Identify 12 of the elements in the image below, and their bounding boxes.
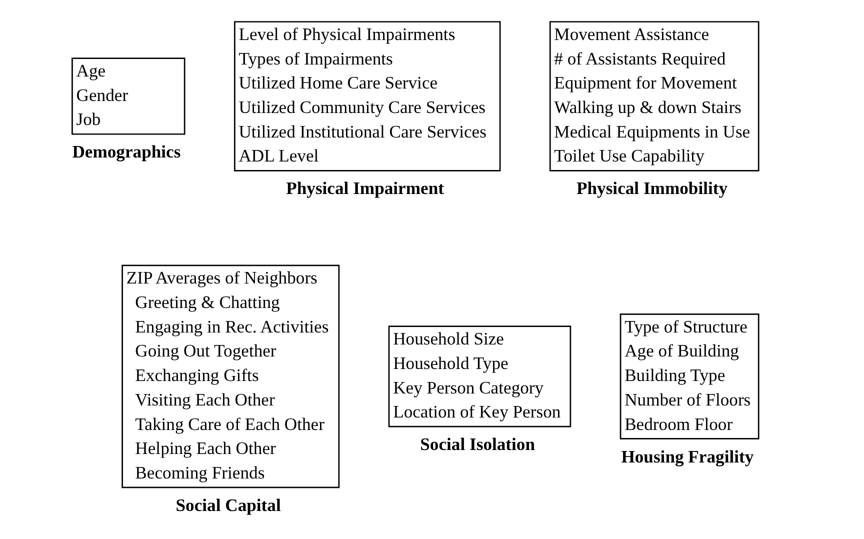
node-label: Social Capital (176, 495, 281, 516)
node-box: Movement Assistance # of Assistants Required Equipment for Movement Walking up & down Stairs Medical Equipments in Use Toilet Use Capability (549, 21, 760, 172)
node-label: Social Isolation (420, 434, 536, 454)
node-box: ZIP Averages of Neighbors Greeting & Chatting Engaging in Rec. Activities Going Out Together Exchanging Gifts Visiting Each Other Taking Care of Each Other Helping Each Other Becoming Friends (122, 264, 340, 488)
node-box: Age Gender Job (72, 58, 186, 135)
node-box: Level of Physical Impairments Types of Impairments Utilized Home Care Service Utilized Community Care Services Utilized Institutional Care Services ADL Level (234, 21, 501, 172)
node-box: Household Size Household Type Key Person Category Location of Key Person (388, 326, 572, 428)
node-label: Housing Fragility (621, 446, 754, 466)
node-label: Physical Immobility (576, 178, 728, 198)
node-box: Type of Structure Age of Building Building Type Number of Floors Bedroom Floor (620, 314, 760, 440)
node-label: Demographics (72, 142, 181, 162)
node-label: Physical Impairment (286, 178, 444, 198)
